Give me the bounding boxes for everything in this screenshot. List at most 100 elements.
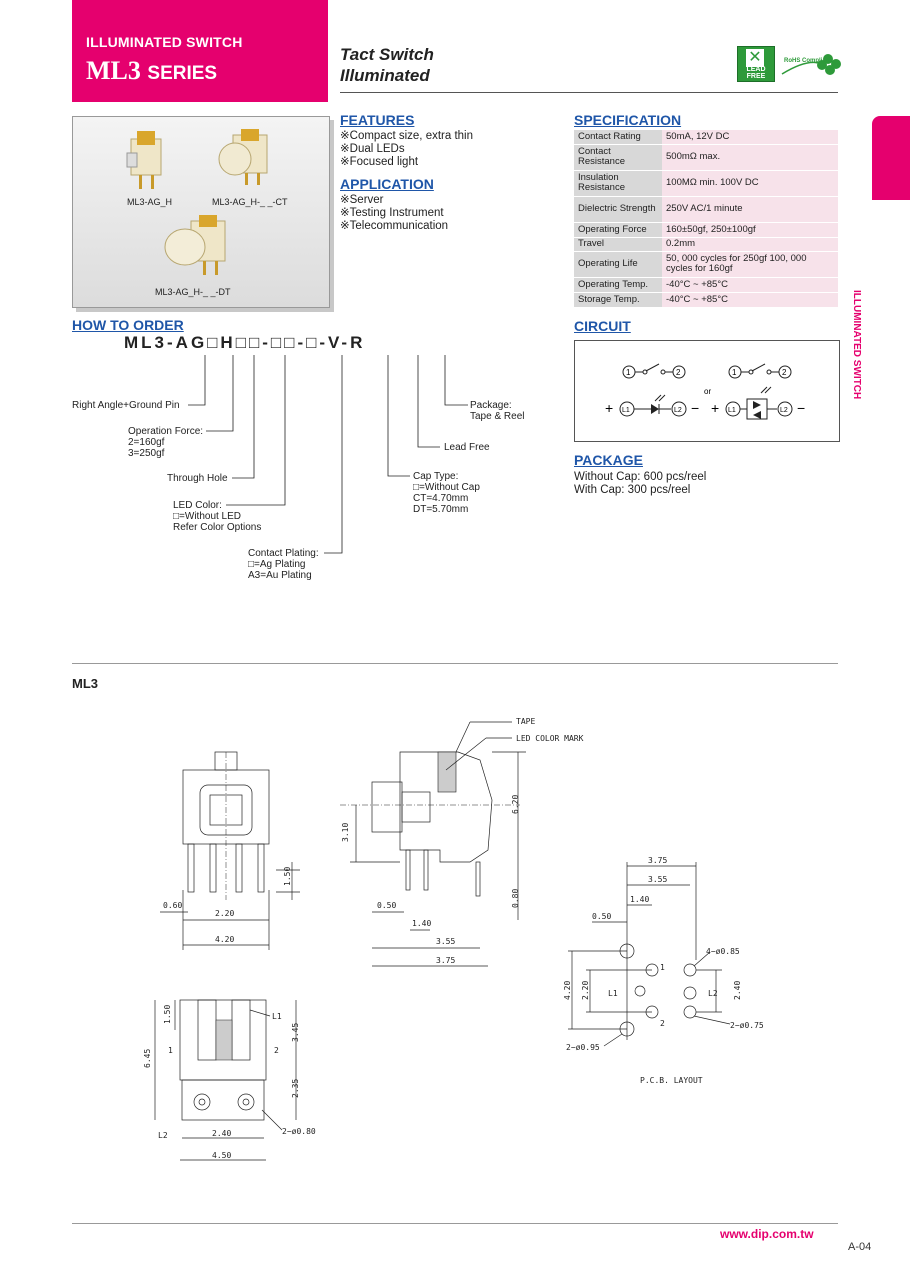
order-label-line: □=Without Cap [413,482,480,493]
lead-free-text: LEAD FREE [746,66,766,80]
pcb-layout-title: P.C.B. LAYOUT [640,1076,703,1085]
dim-label: 2.40 [733,981,742,1000]
spec-value: 50mA, 12V DC [662,130,838,145]
application-item: ※Testing Instrument [340,207,444,219]
pcb-layout-drawing: 3.75 3.55 1.40 0.50 4−ø0.85 2−ø0.75 2−ø0… [563,856,764,1085]
switch-photo-3 [164,215,226,275]
order-label-line: A3=Au Plating [248,570,312,581]
footer-rule [72,1223,838,1224]
website-link[interactable]: www.dip.com.tw [720,1227,814,1241]
bottom-view-drawing: L1 1 2 L2 2−ø0.80 1.50 6.45 3.45 2.35 2.… [143,999,316,1161]
dim-label: L1 [608,989,618,998]
dim-label: 2.40 [212,1129,231,1138]
dim-label: 6.45 [143,1049,152,1068]
rohs-badge: RoHS Compliant [778,50,842,80]
dim-label: 3.55 [436,937,455,946]
application-heading: APPLICATION [340,176,434,192]
order-label-line: LED Color: [173,500,222,511]
drawing-model-label: ML3 [72,676,98,691]
how-to-order-heading: HOW TO ORDER [72,317,184,333]
node-l1: L1 [622,407,630,414]
feature-item: ※Dual LEDs [340,143,405,155]
dim-label: 0.60 [163,901,182,910]
spec-key: Storage Temp. [574,292,662,308]
dim-label: 1 [168,1046,173,1055]
rohs-clover-icon: RoHS Compliant [781,54,841,75]
series-word: SERIES [147,63,218,84]
spec-key: Operating Temp. [574,277,662,293]
product-title-2: Illuminated [340,66,430,85]
order-label-lead-free: Lead Free [444,442,490,453]
order-label-line: Tape & Reel [470,411,525,422]
order-label-line: Operation Force: [128,426,204,437]
dim-label: 2−ø0.95 [566,1043,600,1052]
application-item: ※Telecommunication [340,220,449,232]
order-label-line: □=Ag Plating [248,559,306,570]
dim-label: 1.40 [630,895,649,904]
side-view-drawing: TAPE LED COLOR MARK 3.10 6.20 0.80 0.50 … [340,717,584,967]
spec-value: 50, 000 cycles for 250gf 100, 000 cycles… [662,251,838,278]
or-text: or [704,387,711,396]
header-rule [340,92,838,93]
node-2: 2 [676,368,681,377]
dim-label: 3.10 [341,823,350,842]
order-label-line: Contact Plating: [248,548,319,559]
order-label-cap: Cap Type: □=Without Cap CT=4.70mm DT=5.7… [413,471,480,515]
dim-label: 2.20 [215,909,234,918]
plus-sign: + [605,400,613,416]
dim-label: L2 [158,1131,168,1140]
features-list: ※Compact size, extra thin ※Dual LEDs ※Fo… [340,130,473,169]
dim-label: 2.35 [291,1079,300,1098]
front-view-drawing: 1.50 0.60 2.20 4.20 [160,751,300,950]
dim-label: 4.20 [215,935,234,944]
led-mark-label: LED COLOR MARK [516,734,584,743]
package-text: Without Cap: 600 pcs/reel With Cap: 300 … [574,471,706,497]
photo-label-2: ML3-AG_H-_ _-CT [212,197,288,207]
brand-block [72,0,328,102]
minus-sign: − [691,400,699,416]
table-row: Storage Temp.-40°C ~ +85°C [574,292,838,308]
dim-label: 1.50 [283,867,292,886]
dim-label: 0.50 [592,912,611,921]
rohs-text: RoHS Compliant [784,58,831,64]
series-name: ML3 [86,56,141,85]
spec-key: Operating Life [574,251,662,278]
dim-label: 1 [660,963,665,972]
minus-sign: − [797,400,805,416]
spec-key: Contact Rating [574,130,662,145]
product-photo-panel [72,116,330,308]
order-label-through-hole: Through Hole [167,473,228,484]
order-label-line: DT=5.70mm [413,504,469,515]
spec-key: Travel [574,237,662,252]
node-l2: L2 [780,407,788,414]
node-l2: L2 [674,407,682,414]
package-line: With Cap: 300 pcs/reel [574,484,691,496]
node-l1: L1 [728,407,736,414]
order-label-line: □=Without LED [173,511,242,522]
dim-label: 4.50 [212,1151,231,1160]
features-heading: FEATURES [340,112,415,128]
page-number: A-04 [848,1241,872,1253]
dim-label: 1.50 [163,1005,172,1024]
dim-label: 2−ø0.80 [282,1127,316,1136]
order-label-line: 3=250gf [128,448,165,459]
dim-label: L1 [272,1012,282,1021]
spec-value: 100MΩ min. 100V DC [662,170,838,197]
order-label-op-force: Operation Force: 2=160gf 3=250gf [128,426,203,459]
plus-sign: + [711,400,719,416]
spec-value: 0.2mm [662,237,838,252]
section-divider [72,663,838,664]
product-title-1: Tact Switch [340,45,434,64]
package-line: Without Cap: 600 pcs/reel [574,471,707,483]
dim-label: 4−ø0.85 [706,947,740,956]
spec-value: 250V AC/1 minute [662,196,838,223]
dim-label: L2 [708,989,718,998]
order-code: ML3-AG□H□□-□□-□-V-R [124,333,366,352]
dim-label: 3.75 [436,956,455,965]
dimension-drawings: 1.50 0.60 2.20 4.20 TAPE LED COLOR MARK … [143,717,764,1161]
